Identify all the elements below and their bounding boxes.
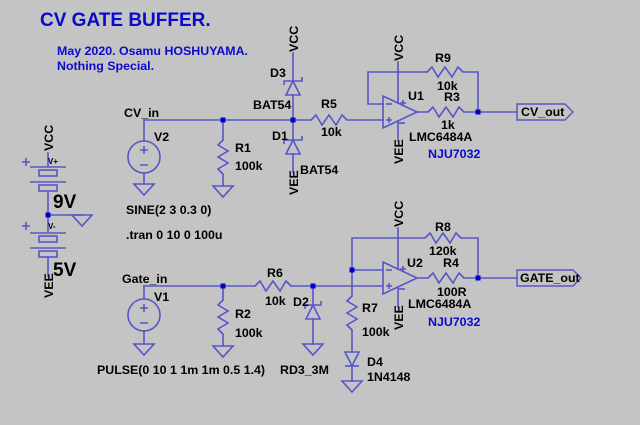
- vee-label-u1: VEE: [392, 139, 406, 164]
- v1-value[interactable]: PULSE(0 10 1 1m 1m 0.5 1.4): [97, 363, 265, 377]
- r4-value: 100R: [437, 285, 467, 299]
- resistor-r7[interactable]: [345, 269, 359, 353]
- u2-alt-part: NJU7032: [428, 315, 480, 329]
- resistor-r9[interactable]: [426, 65, 464, 79]
- net-label-cv-in[interactable]: CV_in: [124, 106, 159, 120]
- vee-label-left: VEE: [42, 273, 56, 298]
- resistor-r6[interactable]: [254, 279, 292, 293]
- battery-v-plus[interactable]: [22, 158, 66, 192]
- ground-symbol: [70, 214, 94, 228]
- resistor-r1[interactable]: [211, 119, 235, 199]
- r1-name: R1: [235, 141, 251, 155]
- diode-d1[interactable]: [283, 119, 303, 173]
- d2-name: D2: [293, 295, 309, 309]
- r6-value: 10k: [265, 294, 286, 308]
- schematic-title: CV GATE BUFFER.: [40, 10, 211, 31]
- net-flag-cv-out[interactable]: CV_out: [516, 103, 574, 121]
- opamp-u2[interactable]: [382, 227, 419, 308]
- opamp-u1[interactable]: [382, 61, 419, 142]
- vcc-label-u2: VCC: [392, 201, 406, 227]
- r2-name: R2: [235, 307, 251, 321]
- resistor-r4[interactable]: [427, 271, 465, 285]
- tran-directive[interactable]: .tran 0 10 0 100u: [126, 228, 222, 242]
- resistor-r5[interactable]: [310, 113, 348, 127]
- schematic-note: Nothing Special.: [57, 59, 154, 73]
- r4-name: R4: [443, 256, 459, 270]
- r7-name: R7: [362, 301, 378, 315]
- r8-value: 120k: [429, 244, 457, 258]
- r9-value: 10k: [437, 79, 458, 93]
- vcc-label-left: VCC: [42, 125, 56, 151]
- battery-rail[interactable]: VCC V+ 9V V- 5V VEE: [22, 125, 94, 298]
- d1-name: D1: [272, 129, 288, 143]
- vcc-label-u1: VCC: [392, 35, 406, 61]
- u2-value: LMC6484A: [408, 297, 471, 311]
- schematic-byline: May 2020. Osamu HOSHUYAMA.: [57, 44, 248, 58]
- v2-value[interactable]: SINE(2 3 0.3 0): [126, 203, 211, 217]
- battery-v-minus[interactable]: [22, 222, 66, 258]
- zener-d2[interactable]: [301, 285, 325, 357]
- r8-name: R8: [435, 220, 451, 234]
- d3-name: D3: [270, 66, 286, 80]
- vee-label-clamp: VEE: [287, 170, 301, 195]
- voltage-source-v1[interactable]: [127, 285, 161, 357]
- resistor-r3[interactable]: [427, 105, 465, 119]
- u1-alt-part: NJU7032: [428, 147, 480, 161]
- battery-pos-value: 9V: [53, 192, 77, 213]
- r7-value: 100k: [362, 325, 390, 339]
- r3-value: 1k: [441, 118, 455, 132]
- r5-value: 10k: [321, 125, 342, 139]
- vcc-label-clamp: VCC: [287, 26, 301, 52]
- r2-value: 100k: [235, 326, 263, 340]
- u2-name: U2: [407, 256, 423, 270]
- r9-name: R9: [435, 51, 451, 65]
- resistor-r8[interactable]: [424, 231, 462, 245]
- battery-neg-value: 5V: [53, 260, 77, 281]
- battery-pos-name: V+: [48, 157, 58, 166]
- net-flag-gate-out[interactable]: GATE_out: [516, 269, 582, 287]
- r3-name: R3: [444, 90, 460, 104]
- voltage-source-v2[interactable]: [127, 119, 161, 197]
- r6-name: R6: [267, 266, 283, 280]
- v1-name: V1: [154, 290, 169, 304]
- d1-value: BAT54: [300, 163, 338, 177]
- resistor-r2[interactable]: [211, 285, 235, 359]
- d4-value: 1N4148: [367, 370, 411, 384]
- vee-label-u2: VEE: [392, 305, 406, 330]
- d3-value: BAT54: [253, 98, 291, 112]
- r5-name: R5: [321, 97, 337, 111]
- wire-u1-feedback[interactable]: [367, 71, 479, 113]
- net-label-cv-out: CV_out: [521, 105, 564, 119]
- d4-name: D4: [367, 355, 383, 369]
- r1-value: 100k: [235, 159, 263, 173]
- v2-name: V2: [154, 130, 169, 144]
- battery-neg-name: V-: [48, 222, 56, 231]
- u1-name: U1: [408, 89, 424, 103]
- u1-value: LMC6484A: [409, 130, 472, 144]
- diode-d3[interactable]: [283, 52, 303, 121]
- net-label-gate-out: GATE_out: [520, 271, 580, 285]
- wire-u2-feedback[interactable]: [351, 237, 479, 279]
- junction-dots: [220, 109, 481, 289]
- net-label-gate-in[interactable]: Gate_in: [122, 272, 167, 286]
- d2-value: RD3_3M: [280, 363, 329, 377]
- diode-d4[interactable]: [340, 351, 364, 394]
